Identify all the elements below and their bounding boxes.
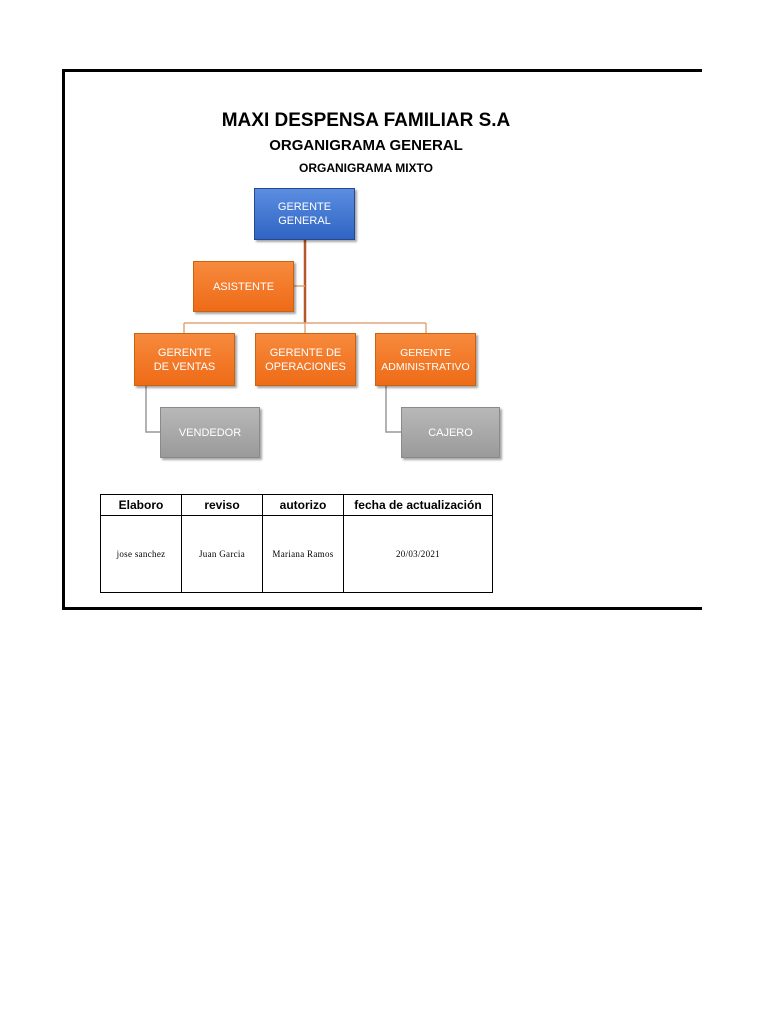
node-gerente-ventas: GERENTE DE VENTAS [134,333,235,386]
page-title: ORGANIGRAMA GENERAL [269,137,463,154]
node-asistente: ASISTENTE [193,261,294,312]
value-fecha: 20/03/2021 [343,515,493,593]
page-subtitle: ORGANIGRAMA MIXTO [299,161,433,175]
signoff-value-row: jose sanchez Juan Garcia Mariana Ramos 2… [100,515,493,593]
header-fecha: fecha de actualización [343,494,493,516]
node-gerente-general: GERENTE GENERAL [254,188,355,240]
header-reviso: reviso [181,494,263,516]
connector-vendedor [145,386,160,433]
value-elaboro: jose sanchez [100,515,182,593]
header-autorizo: autorizo [262,494,344,516]
signoff-header-row: Elaboro reviso autorizo fecha de actuali… [100,494,493,516]
node-vendedor: VENDEDOR [160,407,260,458]
value-autorizo: Mariana Ramos [262,515,344,593]
header-elaboro: Elaboro [100,494,182,516]
node-cajero: CAJERO [401,407,500,458]
document-frame [62,69,702,610]
company-name: MAXI DESPENSA FAMILIAR S.A [221,110,511,131]
connector-cajero [385,386,401,433]
node-gerente-operaciones: GERENTE DE OPERACIONES [255,333,356,386]
signoff-table: Elaboro reviso autorizo fecha de actuali… [100,494,493,593]
node-gerente-administrativo: GERENTE ADMINISTRATIVO [375,333,476,386]
value-reviso: Juan Garcia [181,515,263,593]
